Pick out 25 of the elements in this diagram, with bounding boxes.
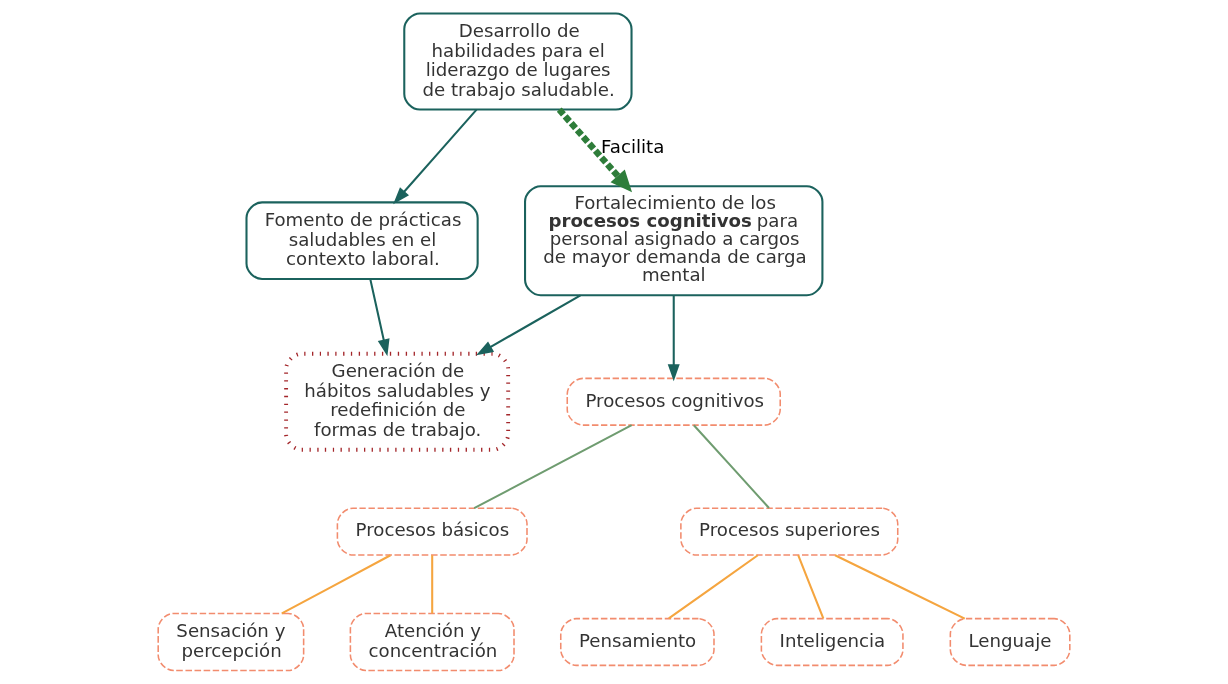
node-box: Desarrollo de habilidades para el liderazgo de lugares de trabajo saludable. xyxy=(403,12,633,111)
edge-label: Facilita xyxy=(601,135,665,157)
node-box: Pensamiento xyxy=(560,617,715,667)
node-box: Atención y concentración xyxy=(349,612,515,672)
arrow xyxy=(667,295,680,382)
connector xyxy=(797,554,825,619)
node-box: Inteligencia xyxy=(760,617,904,667)
connector xyxy=(473,424,633,510)
connector xyxy=(281,554,391,615)
node-box: Fortalecimiento de los procesos cognitivos para personal asignado a cargos de mayor demanda de carga mental xyxy=(524,185,824,297)
connector xyxy=(693,424,770,509)
node-box: Procesos básicos xyxy=(336,507,528,556)
connector xyxy=(668,554,759,620)
arrow xyxy=(556,107,633,193)
arrow xyxy=(393,108,478,205)
node-box: Sensación y percepción xyxy=(157,612,305,672)
node-box: Lenguaje xyxy=(949,617,1071,667)
node-box: Generación de hábitos saludables y redefinición de formas de trabajo. xyxy=(284,351,511,452)
connector xyxy=(834,554,966,620)
node-box: Procesos superiores xyxy=(680,507,899,556)
node-box: Fomento de prácticas saludables en el contexto laboral. xyxy=(245,201,479,281)
arrow xyxy=(369,278,390,357)
node-box: Procesos cognitivos xyxy=(566,377,781,426)
arrow xyxy=(476,294,581,356)
connector xyxy=(431,555,434,614)
